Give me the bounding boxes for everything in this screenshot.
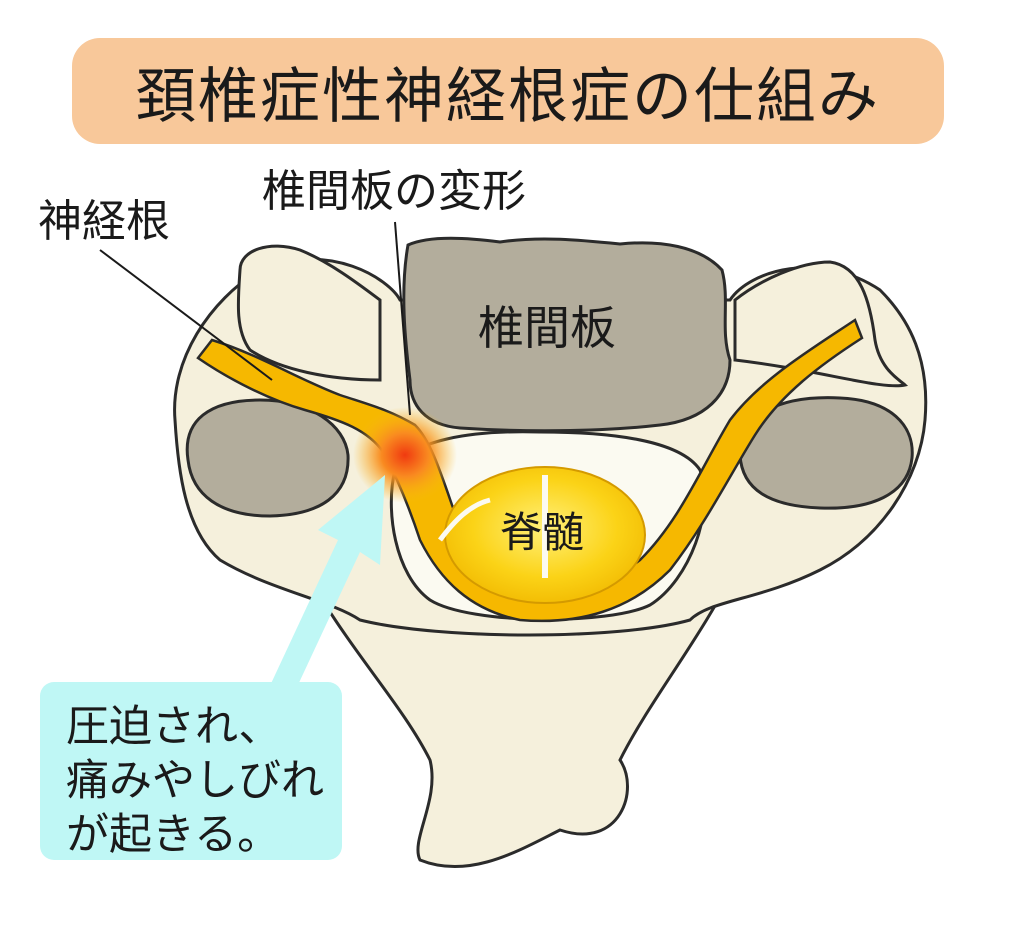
callout-arrow [268,475,385,702]
label-disc: 椎間板 [478,301,616,355]
label-nerve-root: 神経根 [38,196,170,247]
left-foramen [185,398,350,518]
disc-deformation-leader [394,221,411,416]
callout-line: が起きる。 [66,810,281,860]
label-disc-deformation: 椎間板の変形 [262,166,526,217]
label-spinal-cord: 脊髄 [500,508,585,557]
title-banner: 頚椎症性神経根症の仕組み [72,38,944,144]
callout-box: 圧迫され、 痛みやしびれ が起きる。 [40,682,342,860]
disc-shape [402,236,732,433]
right-upper-process [733,260,909,388]
page-title: 頚椎症性神経根症の仕組み [136,61,880,132]
callout-line: 圧迫され、 [66,702,282,752]
left-upper-process [236,244,382,382]
compression-spot [353,407,457,503]
callout-line: 痛みやしびれ [66,756,324,806]
right-foramen [738,396,914,510]
nerve-root-leader [99,249,273,381]
